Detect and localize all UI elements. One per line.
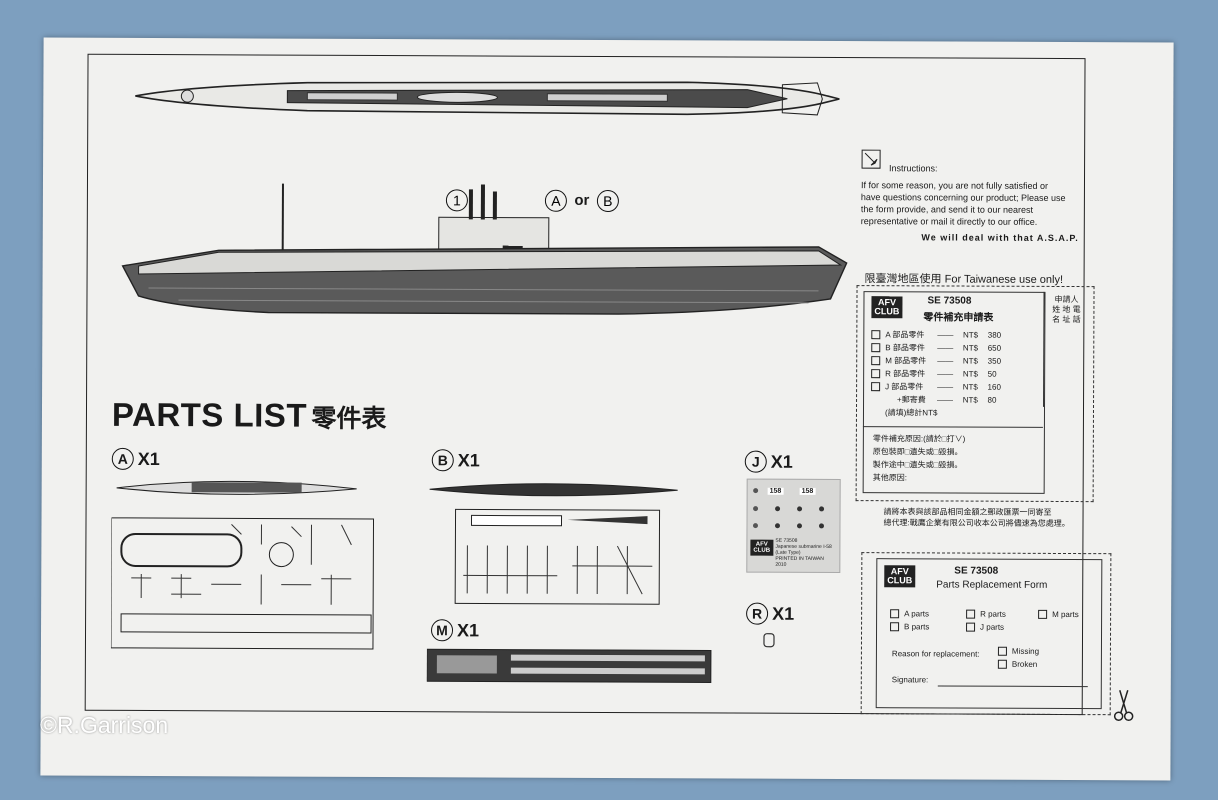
instructions-line-2: have questions concerning our product; P…: [860, 192, 1066, 203]
scissors-note-icon: [861, 149, 881, 174]
cn-footer: 請將本表與該部品相同金額之郵政匯票一同寄至 總代理:戰鷹企業有限公司收本公司將儘…: [883, 506, 1069, 529]
decal-desc: Japanese submarine I-58 (Late Type): [775, 543, 832, 556]
cn-form-title: 零件補充申請表: [923, 312, 994, 324]
en-reason-label: Reason for replacement:: [891, 649, 980, 659]
en-form-title: Parts Replacement Form: [936, 579, 1048, 591]
cn-form-code: SE 73508: [927, 295, 972, 307]
cn-applicant-row2: 名 址 話: [1052, 314, 1081, 325]
cn-reason-title: 零件補充原因:(請於□打∨): [872, 434, 966, 444]
en-broken[interactable]: Broken: [997, 658, 1037, 671]
cn-applicant-row1: 姓 地 電: [1052, 304, 1081, 315]
instructions-line-1: If for some reason, you are not fully sa…: [860, 180, 1049, 191]
callout-a-label: A: [544, 189, 567, 212]
sprue-m-drawing: [426, 648, 712, 683]
callout-or-label: or: [574, 192, 590, 210]
parts-list-heading: PARTS LIST 零件表: [112, 396, 387, 435]
submarine-top-view: [135, 81, 840, 116]
instructions-line-5: We will deal with that A.S.A.P.: [921, 232, 1079, 244]
cn-reason-section: 零件補充原因:(請於□打∨) 原包裝即□遺失或□毀損。 製作途中□遺失或□毀損。…: [873, 432, 1043, 485]
callout-b-label: B: [596, 189, 619, 213]
decal-year: 2010: [775, 561, 787, 568]
en-part-r[interactable]: R parts: [966, 608, 1006, 621]
cn-reason-2[interactable]: 製作途中□遺失或□毀損。: [872, 460, 963, 470]
en-missing[interactable]: Missing: [997, 645, 1039, 658]
instructions-line-4: representative or mail it directly to ou…: [860, 216, 1038, 227]
decal-text: SE 73508 Japanese submarine I-58 (Late T…: [775, 538, 839, 568]
en-form-code: SE 73508: [954, 565, 999, 577]
cn-item[interactable]: M 部品零件—— NT$ 350: [871, 354, 1031, 368]
en-parts-col-1: A parts B parts: [890, 607, 929, 633]
cn-postage: +郵寄費—— NT$ 80: [897, 395, 997, 405]
submarine-side-view: [121, 183, 848, 315]
instructions-body: If for some reason, you are not fully sa…: [861, 179, 1079, 244]
callout-1-label: 1: [445, 189, 468, 212]
logo-bottom: CLUB: [874, 306, 900, 317]
instructions-line-3: the form provide, and send it to our nea…: [860, 204, 1034, 215]
parts-list-title: PARTS LIST: [111, 395, 308, 434]
cn-footer-1: 請將本表與該部品相同金額之郵政匯票一同寄至: [883, 507, 1052, 517]
cn-item[interactable]: J 部品零件—— NT$ 160: [871, 380, 1031, 394]
cn-total: (請填)總計NT$: [884, 408, 938, 418]
cn-reason-3[interactable]: 其他原因:: [872, 473, 907, 483]
cn-item[interactable]: A 部品零件—— NT$ 380: [871, 328, 1031, 342]
cn-reason-1[interactable]: 原包裝即□遺失或□毀損。: [872, 447, 963, 457]
cn-item[interactable]: R 部品零件—— NT$ 50: [871, 367, 1031, 381]
cn-applicant: 申請人: [1054, 294, 1079, 305]
en-part-b[interactable]: B parts: [890, 620, 929, 633]
cn-item[interactable]: B 部品零件—— NT$ 650: [871, 341, 1031, 355]
callout-1: 1: [445, 189, 468, 212]
cn-applicant-box: 申請人 姓 地 電 名 址 話: [1043, 291, 1089, 408]
scissors-icon: [1113, 688, 1135, 729]
sprue-b-drawing: [429, 483, 678, 605]
en-part-m[interactable]: M parts: [1038, 608, 1079, 621]
part-r-drawing: [763, 633, 775, 648]
instructions-heading: Instructions:: [889, 163, 938, 174]
en-part-j[interactable]: J parts: [966, 621, 1006, 634]
cn-price-list: A 部品零件—— NT$ 380 B 部品零件—— NT$ 650 M 部品零件…: [871, 328, 1031, 420]
decal-dots: [752, 488, 825, 529]
en-part-a[interactable]: A parts: [890, 607, 929, 620]
cn-footer-2: 總代理:戰鷹企業有限公司收本公司將儘速為您處理。: [883, 518, 1070, 529]
watermark: ©R.Garrison: [40, 712, 169, 738]
en-parts-col-3: M parts: [1038, 608, 1079, 621]
en-parts-col-2: R parts J parts: [966, 608, 1006, 634]
callout-a-or-b: A or B: [544, 189, 619, 213]
instruction-sheet: 1 A or B Instructions: If for some reaso…: [40, 37, 1174, 781]
en-signature-label: Signature:: [891, 675, 929, 685]
en-logo-bottom: CLUB: [887, 575, 913, 586]
parts-list-title-cn: 零件表: [311, 404, 387, 434]
sprue-a-drawing: [110, 480, 375, 650]
